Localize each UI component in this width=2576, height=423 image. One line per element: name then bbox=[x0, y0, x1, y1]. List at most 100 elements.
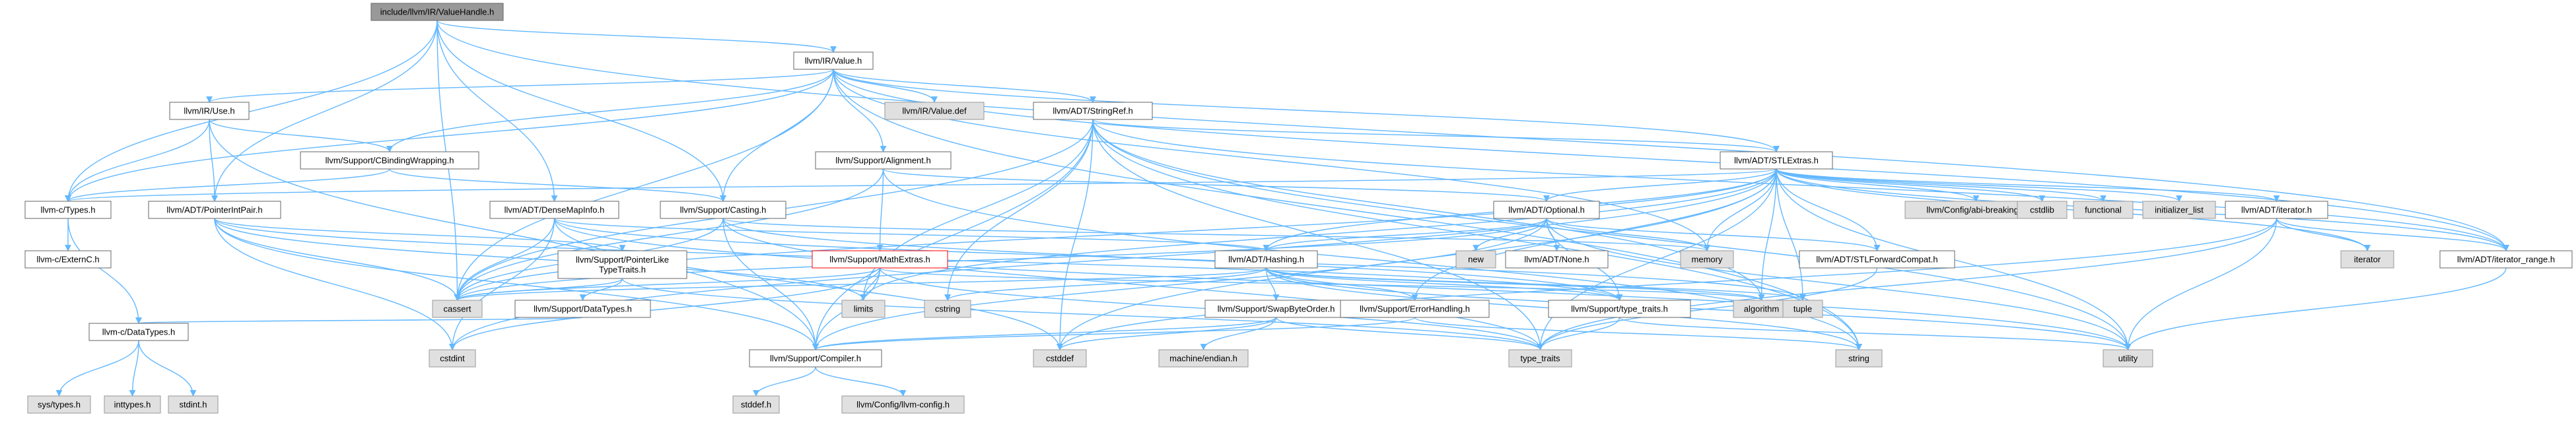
edge-hashing-to-cassert bbox=[454, 267, 1267, 301]
node-ptrintpair[interactable]: llvm/ADT/PointerIntPair.h bbox=[148, 201, 281, 219]
edge-hashing-to-errorhandling bbox=[1265, 267, 1418, 301]
node-cstddef-label: cstddef bbox=[1046, 354, 1074, 364]
edge-hashing-to-utility bbox=[1265, 267, 2132, 350]
node-cbinding[interactable]: llvm/Support/CBindingWrapping.h bbox=[300, 151, 479, 170]
node-mathextras[interactable]: llvm/Support/MathExtras.h bbox=[812, 250, 948, 269]
node-supdatatypes[interactable]: llvm/Support/DataTypes.h bbox=[514, 300, 651, 318]
node-supdatatypes-label: llvm/Support/DataTypes.h bbox=[534, 304, 632, 314]
node-swapbyte[interactable]: llvm/Support/SwapByteOrder.h bbox=[1204, 300, 1348, 318]
edge-use-to-ptrintpair bbox=[209, 119, 218, 202]
node-errorhandling[interactable]: llvm/Support/ErrorHandling.h bbox=[1340, 300, 1490, 318]
edge-ptrlike-to-supdatatypes bbox=[579, 278, 623, 301]
edge-root-to-ctypes bbox=[65, 20, 438, 202]
node-functional-box bbox=[2073, 201, 2134, 219]
edge-value-to-stlextras bbox=[833, 69, 1780, 152]
node-cstdint: cstdint bbox=[429, 349, 476, 368]
edge-optional-to-cassert bbox=[454, 218, 1547, 301]
node-llvmconfig: llvm/Config/llvm-config.h bbox=[841, 395, 965, 414]
node-stdint-box bbox=[168, 395, 219, 414]
node-cstring: cstring bbox=[924, 300, 971, 318]
edge-ctypesdt-to-stdint bbox=[138, 340, 197, 397]
node-new: new bbox=[1455, 250, 1496, 269]
node-iterrange[interactable]: llvm/ADT/iterator_range.h bbox=[2439, 250, 2573, 269]
node-value[interactable]: llvm/IR/Value.h bbox=[793, 51, 874, 70]
node-typetraits-label: type_traits bbox=[1521, 354, 1560, 364]
node-typetraitsh[interactable]: llvm/Support/type_traits.h bbox=[1548, 300, 1691, 318]
node-stlforward[interactable]: llvm/ADT/STLForwardCompat.h bbox=[1799, 250, 1955, 269]
node-stddef: stddef.h bbox=[732, 395, 780, 414]
edge-hashing-to-typetraitsh bbox=[1265, 267, 1623, 301]
node-machineendian: machine/endian.h bbox=[1158, 349, 1249, 368]
edge-adtiterator-to-utility bbox=[2124, 218, 2278, 350]
node-ctypes[interactable]: llvm-c/Types.h bbox=[24, 201, 112, 219]
edge-swapbyte-to-typetraits bbox=[1275, 317, 1544, 350]
node-none[interactable]: llvm/ADT/None.h bbox=[1505, 250, 1609, 269]
edge-optional-to-hashing bbox=[1263, 218, 1547, 251]
edge-ptrintpair-to-cstdint bbox=[214, 218, 456, 350]
node-limits: limits bbox=[841, 300, 886, 318]
node-ctypesdt-box bbox=[88, 323, 189, 341]
edge-stlextras-to-iterator bbox=[1776, 168, 2371, 251]
node-valuedef-box bbox=[884, 102, 985, 120]
edge-mathextras-to-cassert bbox=[454, 267, 881, 301]
node-tuple-box bbox=[1782, 300, 1823, 318]
node-optional[interactable]: llvm/ADT/Optional.h bbox=[1493, 201, 1600, 219]
edge-value-to-cassert bbox=[454, 69, 834, 301]
edge-stringref-to-cstring bbox=[944, 119, 1094, 301]
node-stringref-label: llvm/ADT/StringRef.h bbox=[1053, 106, 1132, 116]
edge-casting-to-memory bbox=[722, 218, 1710, 251]
node-swapbyte-label: llvm/Support/SwapByteOrder.h bbox=[1218, 304, 1335, 314]
edge-typetraitsh-to-typetraits bbox=[1537, 317, 1620, 350]
edge-root-to-ptrintpair bbox=[211, 20, 438, 202]
node-stlextras[interactable]: llvm/ADT/STLExtras.h bbox=[1720, 151, 1833, 170]
edge-ptrintpair-to-compiler bbox=[214, 218, 819, 350]
edge-casting-to-typetraits bbox=[722, 218, 1544, 350]
edge-ptrintpair-to-cassert bbox=[214, 218, 461, 301]
edge-densemapinfo-to-cstddef bbox=[553, 218, 1063, 350]
node-casting[interactable]: llvm/Support/Casting.h bbox=[660, 201, 786, 219]
edge-stlextras-to-tuple bbox=[1776, 168, 1806, 301]
edge-densemapinfo-to-cassert bbox=[454, 218, 555, 301]
node-utility-label: utility bbox=[2118, 354, 2138, 364]
node-casting-box bbox=[660, 201, 786, 219]
node-stlextras-label: llvm/ADT/STLExtras.h bbox=[1734, 156, 1819, 166]
node-cassert: cassert bbox=[432, 300, 483, 318]
edge-use-to-ctypes bbox=[65, 119, 210, 202]
edge-swapbyte-to-machineendian bbox=[1200, 317, 1277, 350]
node-alignment-label: llvm/Support/Alignment.h bbox=[835, 156, 931, 166]
edge-stlextras-to-abibreaking bbox=[1776, 168, 1980, 202]
node-value-box bbox=[793, 51, 874, 70]
node-ctypesdt[interactable]: llvm-c/DataTypes.h bbox=[88, 323, 189, 341]
node-stlforward-label: llvm/ADT/STLForwardCompat.h bbox=[1816, 255, 1937, 265]
edge-stlforward-to-typetraits bbox=[1537, 267, 1878, 350]
node-llvmconfig-box bbox=[841, 395, 965, 414]
edge-adtiterator-to-iterrange bbox=[2276, 218, 2509, 251]
edge-alignment-to-cassert bbox=[454, 168, 884, 301]
node-cexternc-label: llvm-c/ExternC.h bbox=[36, 255, 99, 265]
node-alignment-box bbox=[815, 151, 952, 170]
node-inttypes: inttypes.h bbox=[104, 395, 161, 414]
node-cexternc[interactable]: llvm-c/ExternC.h bbox=[24, 250, 112, 269]
node-machineendian-box bbox=[1158, 349, 1249, 368]
node-hashing[interactable]: llvm/ADT/Hashing.h bbox=[1214, 250, 1318, 269]
node-compiler[interactable]: llvm/Support/Compiler.h bbox=[749, 349, 882, 368]
node-stdint: stdint.h bbox=[168, 395, 219, 414]
node-supdatatypes-box bbox=[514, 300, 651, 318]
node-stringref[interactable]: llvm/ADT/StringRef.h bbox=[1033, 102, 1153, 120]
node-adtiterator[interactable]: llvm/ADT/iterator.h bbox=[2225, 201, 2328, 219]
edge-stlextras-to-cstdlib bbox=[1776, 168, 2046, 202]
node-alignment[interactable]: llvm/Support/Alignment.h bbox=[815, 151, 952, 170]
edge-swapbyte-to-compiler bbox=[812, 317, 1277, 350]
node-densemapinfo[interactable]: llvm/ADT/DenseMapInfo.h bbox=[489, 201, 619, 219]
edge-stlextras-to-functional bbox=[1776, 168, 2106, 202]
node-initlist: initializer_list bbox=[2142, 201, 2216, 219]
node-cexternc-box bbox=[24, 250, 112, 269]
node-string-box bbox=[1835, 349, 1883, 368]
edge-densemapinfo-to-hashing bbox=[553, 218, 1270, 251]
node-machineendian-label: machine/endian.h bbox=[1169, 354, 1237, 364]
node-use[interactable]: llvm/IR/Use.h bbox=[169, 102, 250, 120]
edge-use-to-cbinding bbox=[209, 119, 393, 152]
edge-value-to-alignment bbox=[833, 69, 887, 152]
node-memory-label: memory bbox=[1692, 255, 1723, 265]
